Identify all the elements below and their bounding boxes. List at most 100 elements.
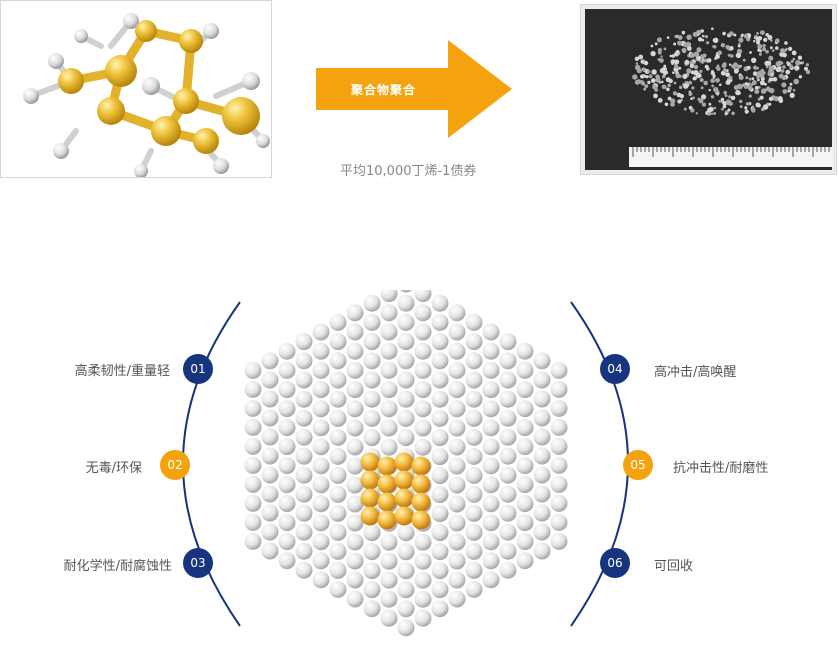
- pellet: [805, 69, 811, 75]
- sphere: [244, 437, 262, 455]
- sphere: [261, 371, 279, 389]
- arrow-label: 聚合物聚合: [351, 83, 417, 97]
- pellet: [728, 63, 732, 66]
- sphere: [448, 495, 466, 513]
- pellet: [648, 74, 653, 79]
- pellet: [707, 111, 712, 116]
- pellet: [745, 76, 749, 80]
- pellet: [713, 86, 719, 93]
- sphere: [516, 400, 534, 418]
- sphere: [431, 600, 449, 618]
- pellet: [791, 50, 797, 56]
- gold-sphere: [377, 492, 397, 512]
- sphere: [329, 447, 347, 465]
- pellet: [768, 68, 773, 74]
- sphere: [278, 361, 296, 379]
- sphere: [482, 514, 500, 532]
- pellet: [768, 55, 774, 61]
- pellet: [722, 31, 726, 36]
- sphere: [295, 333, 313, 351]
- sphere: [414, 290, 432, 303]
- sphere: [346, 400, 364, 418]
- sphere: [499, 523, 517, 541]
- pellet: [723, 68, 727, 72]
- pellet: [724, 94, 728, 97]
- sphere: [550, 399, 568, 417]
- pellet: [656, 37, 662, 43]
- pellet: [647, 80, 651, 85]
- pellet: [756, 40, 760, 45]
- sphere: [278, 514, 296, 532]
- pellet: [744, 106, 748, 110]
- pellet: [684, 59, 690, 65]
- pellet: [760, 68, 765, 73]
- sphere: [397, 352, 415, 370]
- sphere: [261, 409, 279, 427]
- sphere: [414, 609, 432, 627]
- pellet: [792, 57, 796, 61]
- pellet: [715, 77, 720, 83]
- sphere: [261, 352, 279, 370]
- pellet: [703, 58, 708, 63]
- sphere: [550, 532, 568, 550]
- sphere: [244, 380, 262, 398]
- sphere: [329, 352, 347, 370]
- pellet: [756, 32, 759, 35]
- pellet: [730, 95, 736, 101]
- sphere: [465, 409, 483, 427]
- pellet: [686, 42, 691, 47]
- pellet: [704, 64, 709, 69]
- sphere: [244, 456, 262, 474]
- sphere: [533, 504, 551, 522]
- sphere: [346, 342, 364, 360]
- pellet: [634, 56, 640, 61]
- pellet: [737, 84, 743, 90]
- sphere: [363, 371, 381, 389]
- sphere: [431, 562, 449, 580]
- sphere: [431, 352, 449, 370]
- sphere: [329, 409, 347, 427]
- pellet: [782, 89, 788, 94]
- sphere: [312, 361, 330, 379]
- pellet: [638, 54, 644, 60]
- sphere: [329, 428, 347, 446]
- pellet: [721, 107, 724, 111]
- pellet: [669, 54, 673, 58]
- pellet: [675, 50, 680, 54]
- sphere: [533, 466, 551, 484]
- sphere: [533, 523, 551, 541]
- pellet: [758, 52, 762, 56]
- gold-sphere: [394, 470, 414, 490]
- sphere: [244, 399, 262, 417]
- sphere: [431, 390, 449, 408]
- sphere: [278, 457, 296, 475]
- pellet: [658, 81, 662, 84]
- pellet: [793, 78, 799, 85]
- sphere: [499, 447, 517, 465]
- sphere: [346, 514, 364, 532]
- sphere: [550, 475, 568, 493]
- sphere: [346, 571, 364, 589]
- sphere: [431, 409, 449, 427]
- pellet: [710, 95, 715, 99]
- pellet: [691, 86, 695, 90]
- pellet: [683, 83, 689, 89]
- pellet: [657, 48, 662, 53]
- pellet: [688, 91, 693, 97]
- sphere: [329, 371, 347, 389]
- pellet: [670, 98, 676, 104]
- pellet: [762, 88, 767, 93]
- sphere: [380, 361, 398, 379]
- pellet: [678, 66, 682, 70]
- pellet: [789, 82, 793, 86]
- sphere: [295, 447, 313, 465]
- sphere: [295, 390, 313, 408]
- pellet: [713, 112, 717, 115]
- sphere: [482, 495, 500, 513]
- sphere: [448, 457, 466, 475]
- pellet: [674, 59, 680, 65]
- sphere: [261, 390, 279, 408]
- pellet: [755, 102, 761, 108]
- sphere: [278, 342, 296, 360]
- molecule-model-illustration: [23, 13, 270, 178]
